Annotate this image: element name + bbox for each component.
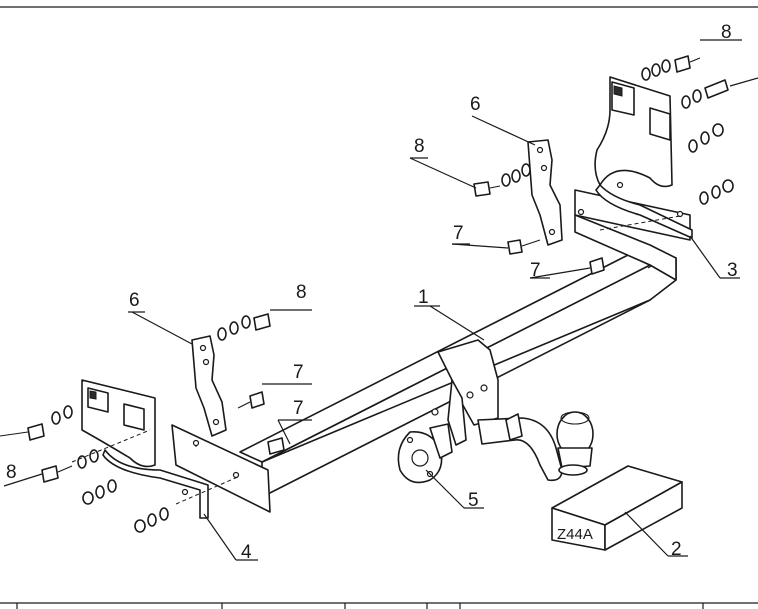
callout-7-beam-left: 7 (293, 398, 304, 419)
callout-8-lower-left: 8 (6, 462, 17, 483)
callout-8-plate-right: 8 (414, 136, 425, 157)
callout-1: 1 (418, 287, 429, 308)
callout-6-right: 6 (470, 94, 481, 115)
callout-7-plate-left: 7 (293, 362, 304, 383)
callout-8-upper-right: 8 (721, 22, 732, 43)
bolt-set-upper-right (599, 55, 734, 231)
left-side-bracket (81, 379, 209, 519)
leader-lines (3, 39, 758, 561)
package-box-icon (551, 465, 683, 551)
callout-4: 4 (241, 542, 252, 563)
central-towbar-bracket (431, 339, 499, 446)
callout-6-left: 6 (129, 290, 140, 311)
callout-7-plate-right: 7 (453, 223, 464, 244)
mounting-plate-right (527, 139, 563, 246)
callout-7-beam-right: 7 (530, 260, 541, 281)
mounting-plate-left (191, 335, 227, 437)
tow-ball-icon (477, 411, 594, 482)
callout-3: 3 (727, 260, 738, 281)
socket-plate-icon (397, 423, 453, 484)
bolt-set-lower-left (0, 405, 241, 533)
callout-2: 2 (671, 539, 682, 560)
drawing-frame (0, 6, 758, 609)
right-side-bracket (594, 76, 693, 239)
bolt-set-plate-left (217, 313, 285, 455)
box-code-label: Z44A (557, 526, 593, 543)
bolt-set-plate-right (473, 163, 605, 275)
callout-8-plate-left: 8 (296, 282, 307, 303)
callout-5: 5 (468, 490, 479, 511)
